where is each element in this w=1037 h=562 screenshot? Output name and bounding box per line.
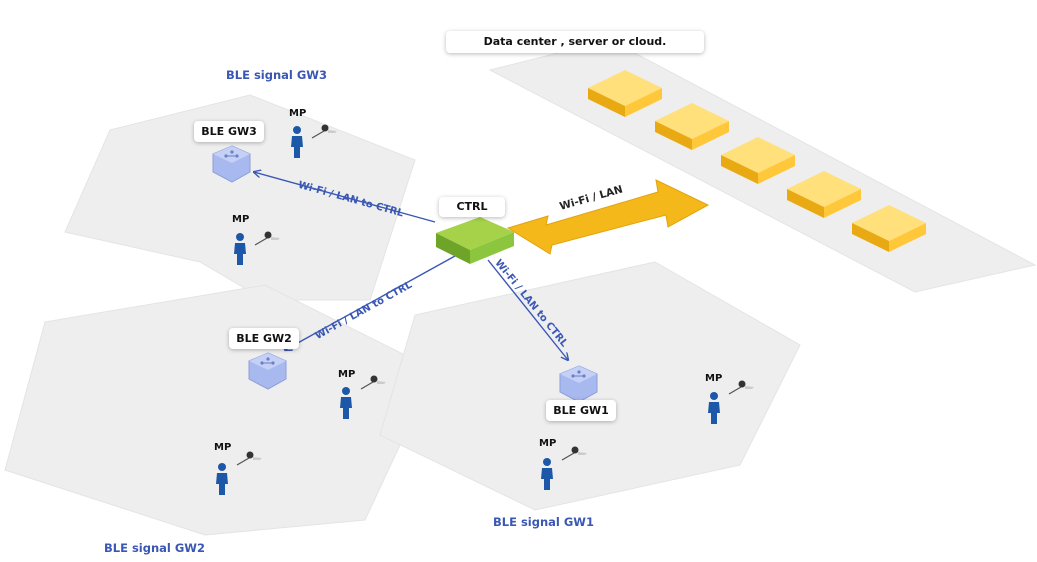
person-icon: [340, 375, 386, 419]
person-icon: [291, 124, 337, 158]
person-icon: [234, 231, 280, 265]
link-line-gw1: [487, 259, 568, 360]
server-block-5: [852, 205, 926, 252]
ctrl-device: [436, 217, 514, 264]
server-block-4: [787, 171, 861, 218]
mp-label: MP: [705, 373, 723, 384]
ctrl-callout: CTRL: [439, 197, 505, 217]
datacenter-callout: Data center , server or cloud.: [446, 31, 704, 53]
mp-label: MP: [214, 442, 232, 453]
mp-label: MP: [232, 214, 250, 225]
zone-gw3-area: [64, 94, 416, 301]
person-icon: [541, 446, 587, 490]
zone-gw3-label: BLE signal GW3: [226, 68, 327, 82]
gateway-gw3-device: [212, 145, 251, 183]
server-block-1: [588, 70, 662, 117]
mp-label: MP: [338, 369, 356, 380]
server-block-2: [655, 103, 729, 150]
zone-gw1-label: BLE signal GW1: [493, 515, 594, 529]
gateway-gw2-callout: BLE GW2: [229, 328, 299, 349]
person-icon: [708, 380, 754, 424]
gateway-gw1-callout: BLE GW1: [546, 400, 616, 421]
mp-label: MP: [539, 438, 557, 449]
gateway-gw3-callout: BLE GW3: [194, 121, 264, 142]
mp-label: MP: [289, 108, 307, 119]
gateway-gw2-device: [248, 352, 287, 390]
zone-gw2-area: [4, 284, 436, 536]
server-block-3: [721, 137, 795, 184]
link-line-gw2: [285, 255, 456, 350]
person-icon: [216, 451, 262, 495]
gateway-gw1-device: [559, 365, 598, 403]
cloud-link-arrow: [506, 179, 710, 255]
zone-gw2-label: BLE signal GW2: [104, 541, 205, 555]
link-line-gw3: [254, 172, 436, 223]
